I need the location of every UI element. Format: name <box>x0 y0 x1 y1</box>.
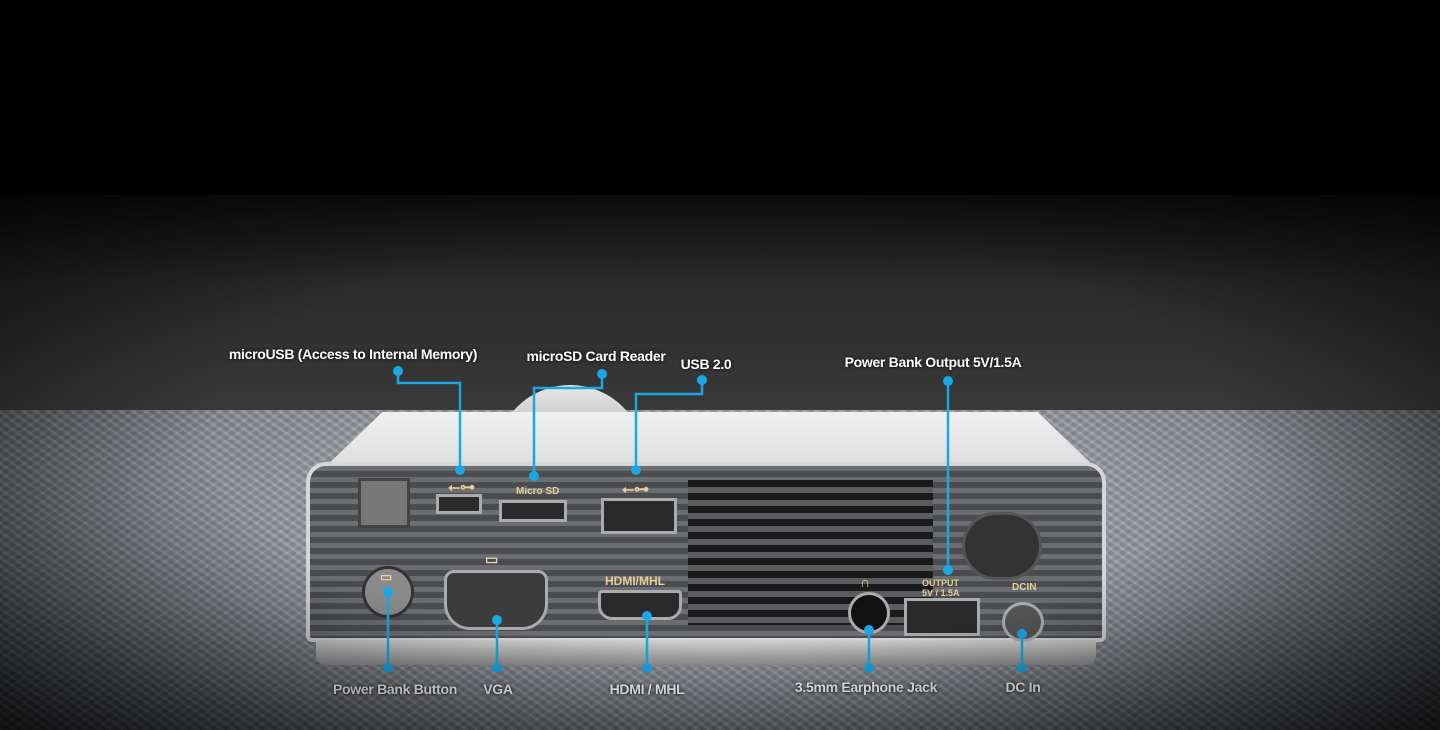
callout-dot <box>383 663 393 673</box>
label-powerbank-output: Power Bank Output 5V/1.5A <box>844 354 1022 370</box>
label-powerbank-button: Power Bank Button <box>332 681 458 697</box>
callout-dot <box>455 465 465 475</box>
callout-dot <box>642 663 652 673</box>
callout-dot <box>383 587 393 597</box>
label-usb: USB 2.0 <box>680 356 732 372</box>
callout-line-microsd <box>532 374 604 476</box>
label-hdmi: HDMI / MHL <box>609 681 685 697</box>
callout-dot <box>631 465 641 475</box>
callout-line-microusb <box>396 371 462 470</box>
callout-dot <box>529 471 539 481</box>
callout-dot <box>943 376 953 386</box>
callout-line-usb <box>634 380 704 470</box>
callout-dot <box>393 366 403 376</box>
label-microsd: microSD Card Reader <box>526 348 666 364</box>
callout-dot <box>492 615 502 625</box>
label-earphone: 3.5mm Earphone Jack <box>794 679 938 695</box>
label-dcin: DC In <box>1005 679 1041 695</box>
battery-icon: ▭ <box>380 569 393 584</box>
background-black <box>0 0 1440 200</box>
callout-dot <box>492 663 502 673</box>
callout-dot <box>597 369 607 379</box>
callout-dot <box>864 625 874 635</box>
callout-dot <box>943 565 953 575</box>
callout-dot <box>697 375 707 385</box>
label-vga: VGA <box>483 681 513 697</box>
callout-dot <box>864 663 874 673</box>
callout-dot <box>642 611 652 621</box>
label-microusb: microUSB (Access to Internal Memory) <box>228 346 478 362</box>
callout-dot <box>1017 629 1027 639</box>
callout-dot <box>1017 663 1027 673</box>
